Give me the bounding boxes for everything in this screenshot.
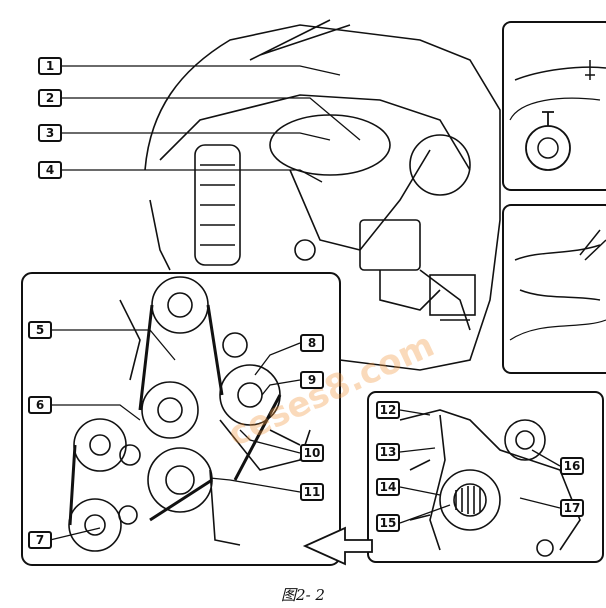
callout-11: 11: [300, 483, 324, 501]
callout-9: 9: [300, 371, 324, 389]
inset-middle-right: [502, 204, 606, 374]
callout-4: 4: [38, 161, 62, 179]
inset-top-right: [502, 21, 606, 191]
callout-12: 12: [376, 401, 400, 419]
leader-lines: [49, 65, 561, 541]
engine-bay-sketch: [144, 19, 501, 371]
callout-5: 5: [28, 321, 52, 339]
callout-16: 16: [560, 457, 584, 475]
callout-14: 14: [376, 478, 400, 496]
callout-15: 15: [376, 514, 400, 532]
figure-caption: 图2- 2: [281, 586, 325, 604]
inset-pulley-detail: [302, 391, 604, 566]
callout-13: 13: [376, 443, 400, 461]
callout-6: 6: [28, 396, 52, 414]
callout-2: 2: [38, 89, 62, 107]
inset-belt-drive: [21, 272, 341, 566]
callout-17: 17: [560, 499, 584, 517]
callout-7: 7: [28, 531, 52, 549]
callout-8: 8: [300, 334, 324, 352]
callout-10: 10: [300, 444, 324, 462]
callout-1: 1: [38, 57, 62, 75]
callout-3: 3: [38, 124, 62, 142]
